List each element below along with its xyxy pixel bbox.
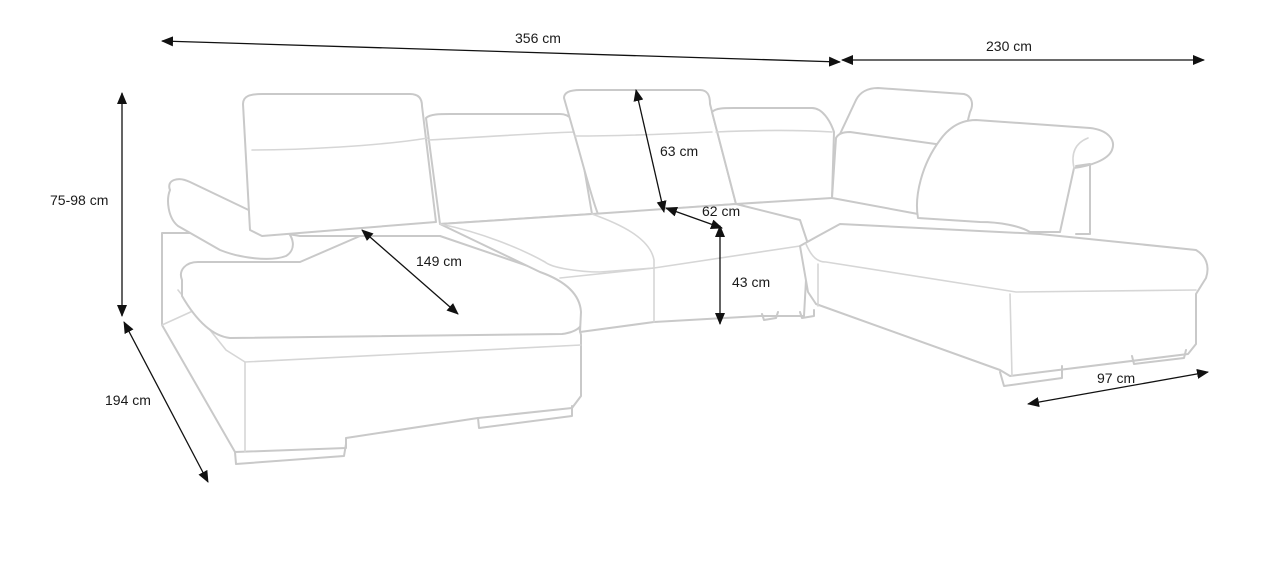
label-right-width: 230 cm xyxy=(986,38,1032,54)
dim-line-chaise-length xyxy=(361,229,459,315)
sofa-drawing xyxy=(161,87,1209,465)
label-seat-height: 43 cm xyxy=(732,274,770,290)
right-armrest xyxy=(916,119,1114,233)
headrest-1 xyxy=(242,93,437,237)
label-seat-depth: 62 cm xyxy=(702,203,740,219)
dim-line-seat-depth xyxy=(665,206,723,230)
label-headrest-height: 63 cm xyxy=(660,143,698,159)
dimension-labels: 356 cm 230 cm 75-98 cm 194 cm 149 cm 63 … xyxy=(50,30,1135,408)
label-left-depth: 194 cm xyxy=(105,392,151,408)
dimension-lines xyxy=(117,36,1209,483)
left-armrest xyxy=(167,178,294,260)
back-cushion-4 xyxy=(711,107,835,205)
dim-line-total-width xyxy=(161,36,841,67)
back-cushion-2 xyxy=(425,113,593,225)
dim-line-left-depth xyxy=(123,321,209,483)
right-chaise-base xyxy=(799,223,1209,377)
dim-line-right-chaise-depth xyxy=(1027,369,1209,407)
dim-line-headrest-height xyxy=(633,89,667,213)
label-chaise-length: 149 cm xyxy=(416,253,462,269)
label-back-height: 75-98 cm xyxy=(50,192,108,208)
label-right-chaise-depth: 97 cm xyxy=(1097,370,1135,386)
label-total-width: 356 cm xyxy=(515,30,561,46)
